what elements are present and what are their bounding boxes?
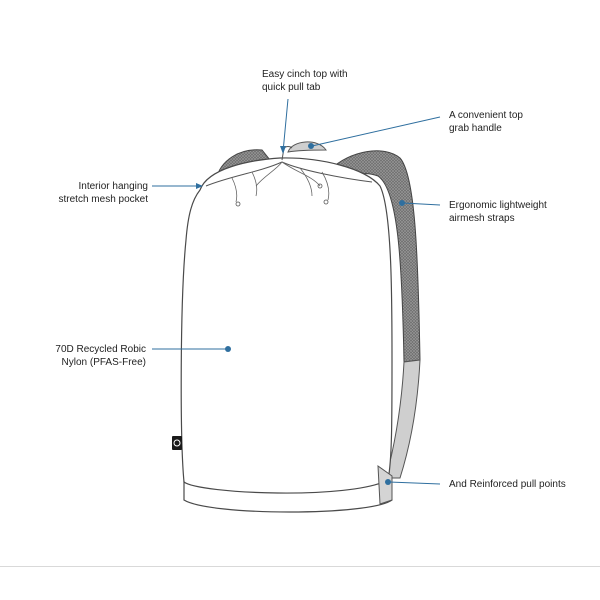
shoulder-strap: [329, 150, 421, 479]
handle-callout-line: [311, 116, 441, 147]
divider: [0, 566, 600, 567]
pocket-arrow-icon: [196, 183, 203, 189]
straps-label-line1: Ergonomic lightweight: [449, 200, 547, 211]
fabric-dot-icon: [225, 346, 231, 352]
pull-points-label-line1: And Reinforced pull points: [449, 479, 566, 490]
pull-points-callout-line: [388, 481, 441, 485]
handle-label-line1: A convenient top: [449, 110, 523, 121]
fabric-label-line1: 70D Recycled Robic: [55, 344, 146, 355]
pull-points-dot-icon: [385, 479, 391, 485]
callout-markers: [196, 143, 405, 485]
pull-points-label: And Reinforced pull points: [449, 478, 566, 491]
handle-dot-icon: [308, 143, 314, 149]
cinch-arrow-icon: [280, 146, 286, 154]
grab-handle: [287, 141, 327, 153]
cinch-callout-line: [282, 98, 289, 153]
cinch-label-line2: quick pull tab: [262, 82, 321, 93]
straps-label: Ergonomic lightweight airmesh straps: [449, 199, 547, 225]
logo-tag-icon: [172, 436, 182, 450]
cinch-label-line1: Easy cinch top with: [262, 69, 348, 80]
straps-callout-line: [402, 202, 441, 206]
pocket-label-line2: stretch mesh pocket: [58, 194, 148, 205]
fabric-label: 70D Recycled Robic Nylon (PFAS-Free): [55, 343, 146, 369]
pocket-label-line1: Interior hanging: [78, 181, 149, 192]
fabric-label-line2: Nylon (PFAS-Free): [61, 357, 146, 368]
straps-label-line2: airmesh straps: [449, 213, 515, 224]
pocket-label: Interior hanging stretch mesh pocket: [59, 180, 148, 206]
handle-label: A convenient top grab handle: [449, 109, 523, 135]
straps-dot-icon: [399, 200, 405, 206]
backpack-body: [180, 146, 393, 513]
cinch-label: Easy cinch top with quick pull tab: [262, 68, 348, 94]
handle-label-line2: grab handle: [449, 123, 502, 134]
callout-lines: [152, 98, 441, 485]
